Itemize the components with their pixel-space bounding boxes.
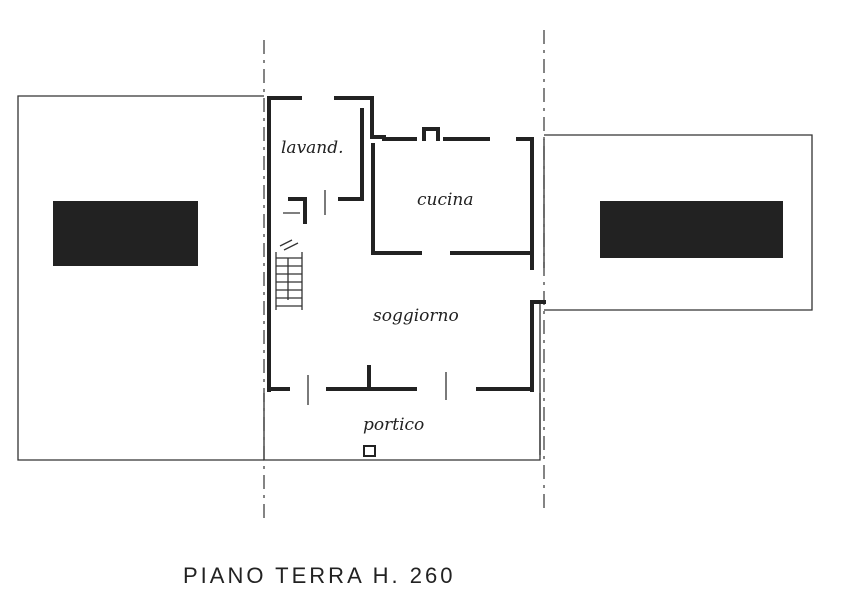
right-block (600, 201, 783, 258)
staircase (275, 239, 303, 310)
left-block (53, 201, 198, 266)
house-walls (267, 96, 546, 455)
axis-lines (263, 30, 545, 520)
room-label-soggiorno: soggiorno (373, 306, 459, 326)
room-label-lavand: lavand. (281, 138, 344, 158)
room-label-cucina: cucina (417, 190, 474, 210)
portico-pillar (363, 445, 376, 457)
left-lot (17, 95, 264, 461)
right-lot (544, 134, 813, 311)
room-label-portico: portico (363, 415, 424, 435)
plan-caption: PIANO TERRA H. 260 (183, 563, 455, 588)
